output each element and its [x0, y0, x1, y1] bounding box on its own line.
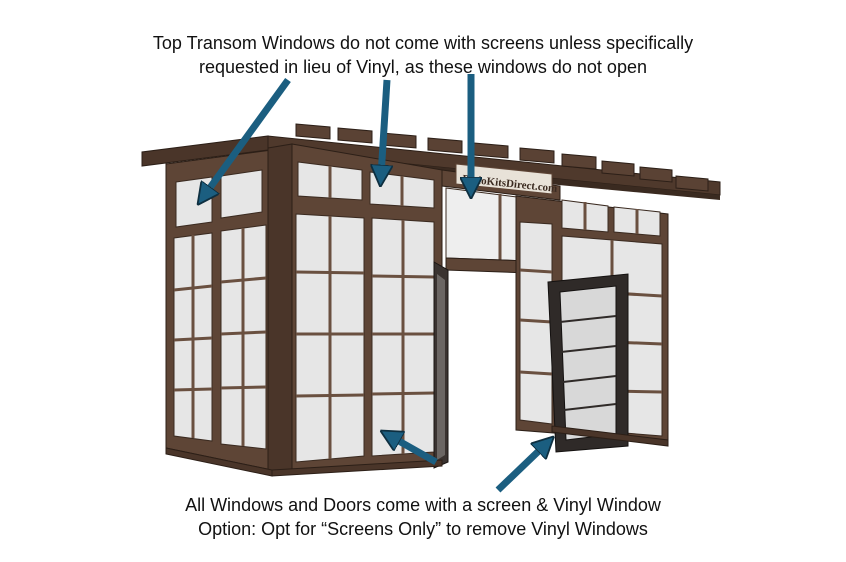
- top-caption-line-1: Top Transom Windows do not come with scr…: [152, 33, 694, 53]
- corner-post: [267, 143, 293, 475]
- front-wall: [291, 143, 443, 475]
- bottom-caption: All Windows and Doors come with a screen…: [0, 493, 846, 541]
- top-caption-line-2: requested in lieu of Vinyl, as these win…: [199, 57, 647, 77]
- bottom-caption-line-2: Option: Opt for “Screens Only” to remove…: [198, 519, 648, 539]
- base-trim: [165, 425, 669, 477]
- bottom-caption-line-1: All Windows and Doors come with a screen…: [185, 495, 661, 515]
- arrow-front-window: [390, 436, 438, 466]
- arrow-door: [495, 444, 546, 493]
- open-door-left: [433, 261, 449, 469]
- left-wall: [165, 149, 273, 471]
- arrow-left-transom: [204, 77, 291, 196]
- arrow-front-transom: [381, 79, 387, 176]
- rafter-tails: [295, 123, 709, 192]
- open-door-right: [547, 273, 629, 453]
- callout-arrows: [204, 74, 546, 493]
- top-caption: Top Transom Windows do not come with scr…: [0, 31, 846, 79]
